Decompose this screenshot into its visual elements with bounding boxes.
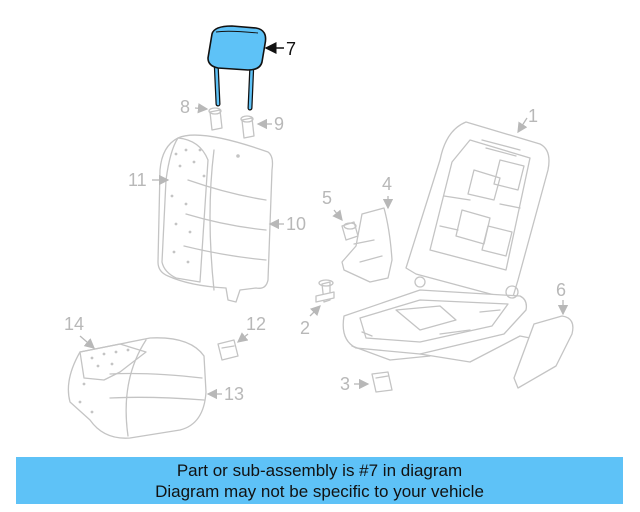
headrest-part-7[interactable] [207, 25, 267, 111]
callout-2: 2 [300, 305, 321, 338]
callout-3: 3 [340, 374, 370, 394]
seat-cushion-cover-part-13 [67, 337, 207, 439]
headrest-guide-part-9 [240, 115, 255, 139]
svg-text:12: 12 [246, 314, 266, 334]
seatback-pad-part-11 [161, 137, 209, 283]
seat-frame-part-1 [405, 121, 550, 301]
svg-text:14: 14 [64, 314, 84, 334]
bracket-part-12 [217, 339, 239, 361]
bolt-part-2 [315, 279, 335, 303]
svg-text:6: 6 [556, 280, 566, 300]
side-cover-part-6 [513, 315, 574, 389]
side-trim-part-4 [341, 207, 393, 283]
callout-12: 12 [236, 314, 266, 343]
svg-text:3: 3 [340, 374, 350, 394]
callout-11: 11 [128, 170, 170, 190]
seat-cushion-frame [342, 276, 541, 363]
svg-text:9: 9 [274, 114, 284, 134]
clip-part-3 [371, 371, 393, 393]
svg-text:11: 11 [128, 170, 147, 190]
seatback-cover-part-10 [157, 134, 274, 303]
info-banner: Part or sub-assembly is #7 in diagram Di… [16, 457, 623, 504]
seat-cushion-pad-part-14 [78, 343, 147, 414]
knob-part-5 [341, 221, 359, 241]
banner-line-2: Diagram may not be specific to your vehi… [155, 482, 484, 501]
svg-text:10: 10 [286, 214, 306, 234]
svg-text:1: 1 [528, 106, 538, 126]
parts-diagram: 7 8 9 11 10 [64, 25, 574, 439]
svg-text:4: 4 [382, 174, 392, 194]
headrest-guide-part-8 [208, 107, 223, 131]
callout-14: 14 [64, 314, 95, 349]
svg-text:2: 2 [300, 318, 310, 338]
callout-6: 6 [556, 280, 569, 316]
callout-7: 7 [264, 39, 296, 59]
callout-1: 1 [517, 106, 538, 134]
svg-text:7: 7 [286, 39, 296, 59]
callout-13: 13 [206, 384, 244, 404]
callout-4: 4 [382, 174, 394, 210]
callout-10: 10 [268, 214, 306, 234]
svg-text:8: 8 [180, 97, 190, 117]
svg-text:13: 13 [224, 384, 244, 404]
callout-9: 9 [256, 114, 284, 134]
callout-8: 8 [180, 97, 209, 117]
callout-5: 5 [322, 188, 343, 222]
svg-text:5: 5 [322, 188, 332, 208]
banner-line-1: Part or sub-assembly is #7 in diagram [176, 461, 463, 480]
